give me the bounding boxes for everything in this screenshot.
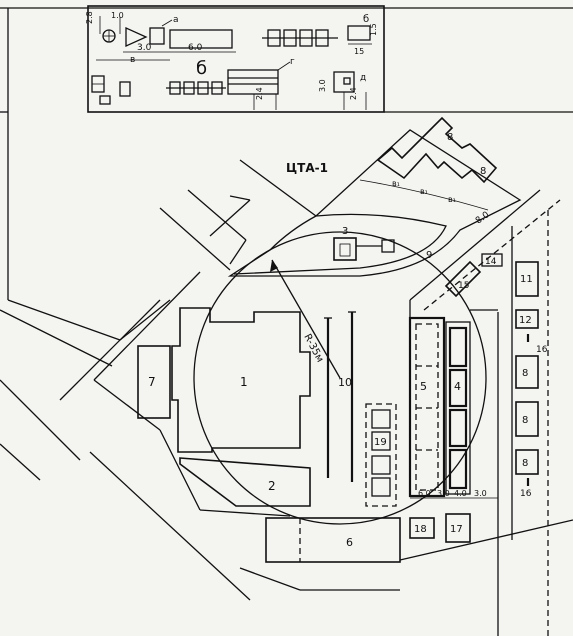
dim-3.0: 3.0: [137, 43, 152, 53]
building-1: 1: [171, 307, 311, 453]
building-8-right-c: 8: [515, 449, 539, 475]
building-9-label: 9: [426, 250, 432, 261]
radius-line: [271, 259, 341, 379]
chain-symbol-bottom: [166, 81, 226, 95]
building-5: 5: [408, 316, 446, 498]
legend-box: 2.8 1.0 3.0 6.0 а б 15 1.5 в б: [0, 5, 573, 300]
legend-big-letter: б: [196, 58, 207, 79]
pipe-label-2: в₁: [420, 187, 428, 196]
legend-label-g: г: [290, 57, 295, 67]
building-12: 12: [515, 309, 539, 329]
legend-label-b: б: [363, 14, 369, 25]
legend-label-a: а: [173, 15, 179, 25]
building-16-label-b: 16: [520, 489, 532, 499]
building-18-label: 18: [414, 524, 427, 535]
building-19-label: 19: [374, 437, 387, 448]
cta-zone: в₁ в₁ в₁ 8.0: [227, 129, 522, 277]
roads: [0, 159, 573, 636]
dim-1.0: 1.0: [111, 11, 124, 20]
marker-10: 10: [324, 311, 356, 482]
building-15: 15: [444, 260, 482, 298]
dim-4.0-bottom: 4.0: [454, 489, 467, 498]
pipe-label-1: в₁: [392, 179, 400, 188]
building-11: 11: [515, 261, 539, 297]
road-width-label: 8.0: [474, 210, 492, 227]
building-8-top: 8 8: [376, 116, 498, 184]
building-3-cta: 3: [333, 226, 395, 261]
building-14: 14: [481, 253, 503, 267]
building-2: 2: [179, 457, 311, 507]
building-6-label: 6: [346, 536, 353, 549]
dim-3.0-bottom: 3.0: [437, 489, 450, 498]
building-8-label-e: 8: [522, 458, 528, 469]
building-14-label: 14: [485, 257, 497, 267]
building-8-right-a: 8: [515, 355, 539, 389]
building-8-label-c: 8: [522, 368, 528, 379]
dim-2.4-a: 2.4: [255, 87, 264, 100]
radius-label: R-35м: [301, 332, 325, 364]
building-8-label-b: 8: [480, 166, 486, 177]
plan-title: ЦТА-1: [286, 161, 328, 175]
building-7-label: 7: [148, 375, 156, 389]
dim-2.8: 2.8: [85, 11, 94, 24]
dim-6.0: 6.0: [188, 43, 203, 53]
dim-3.0-vert: 3.0: [318, 79, 327, 92]
dim-6.0-bottom: 6.0: [418, 489, 431, 498]
building-2-label: 2: [268, 479, 276, 493]
building-8-label-a: 8: [447, 132, 453, 143]
building-8-label-d: 8: [522, 415, 528, 426]
building-10-label: 10: [338, 376, 352, 389]
legend-label-d: д: [360, 73, 366, 83]
building-6: 6: [265, 517, 401, 563]
building-16-label-a: 16: [536, 345, 548, 355]
bottom-dimensions: 6.0 3.0 4.0 3.0: [410, 489, 498, 499]
dim-2.4-b: 2.4: [349, 87, 358, 100]
building-15-label: 15: [458, 281, 469, 291]
radius-arrow: [270, 260, 278, 272]
building-4: 4: [445, 321, 471, 495]
building-18: 18: [409, 517, 435, 539]
building-17-label: 17: [450, 524, 463, 535]
building-1-label: 1: [240, 375, 248, 389]
legend-label-v: в: [130, 55, 135, 65]
chain-symbol-top: [262, 29, 338, 47]
building-8-right-b: 8: [515, 401, 539, 437]
building-4-label: 4: [454, 380, 461, 393]
dim-3.0-bottom-b: 3.0: [474, 489, 487, 498]
pipe-label-3: в₁: [448, 195, 456, 204]
building-7: 7: [137, 345, 171, 419]
building-12-label: 12: [519, 315, 532, 326]
building-17: 17: [445, 513, 471, 543]
dim-1.5: 15: [354, 47, 364, 56]
dim-1.5-vert: 1.5: [369, 23, 378, 36]
building-11-label: 11: [520, 274, 533, 285]
radius-circle: [193, 231, 487, 525]
triangle-icon: [125, 26, 148, 48]
building-5-label: 5: [420, 380, 427, 393]
building-19: 19: [365, 403, 397, 507]
